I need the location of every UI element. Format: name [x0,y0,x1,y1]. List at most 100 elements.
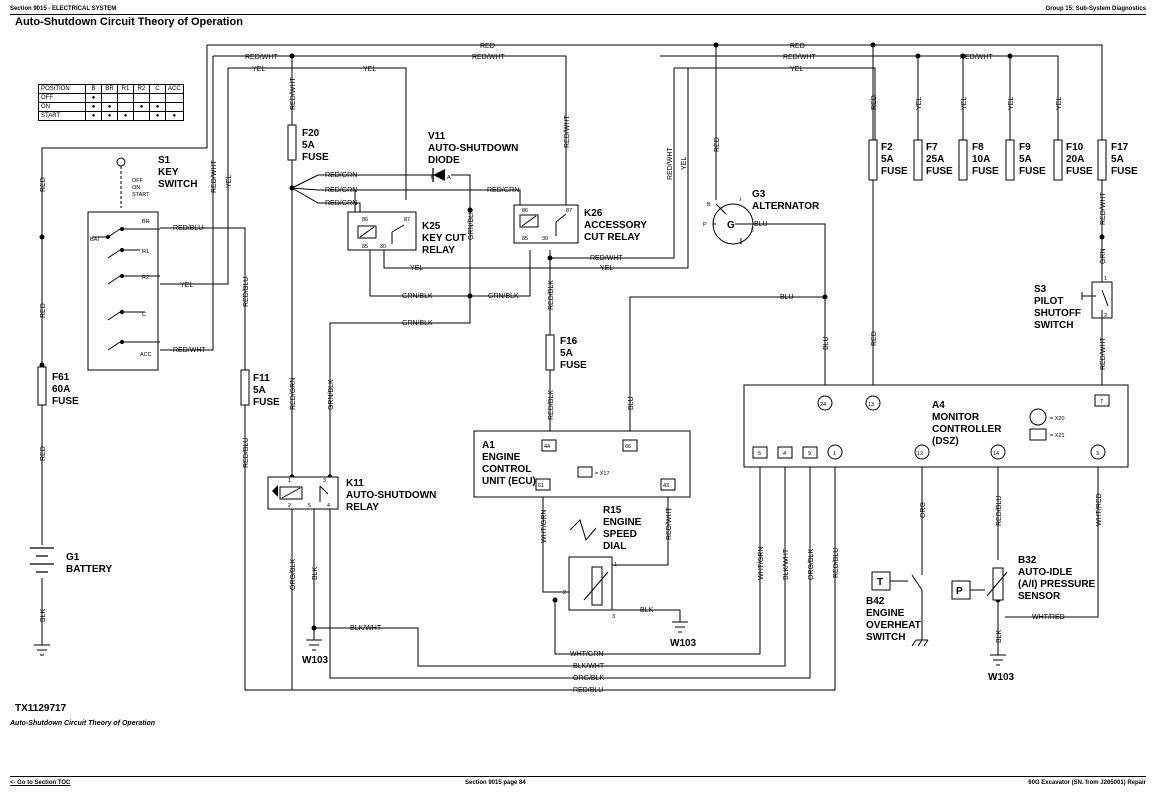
key-switch-s1: S1 KEY SWITCH OFF ON START BAT BR R1 R2 … [87,155,197,371]
b42-symbol: T [877,577,883,588]
f20-line1: 5A [302,140,315,151]
svg-text:RED/WHT: RED/WHT [1100,192,1107,225]
wire-blk-r15 [612,609,681,622]
svg-text:RED/BLU: RED/BLU [833,548,840,578]
w103-mid-label: W103 [670,638,697,649]
header-rule [10,14,1146,15]
v11-k: K [431,175,435,181]
f10-id: F10 [1066,142,1084,153]
b42-line3: SWITCH [866,632,905,643]
wire-wht-grn-ecu [542,490,569,593]
v11-a: A [447,175,451,181]
f9-id: F9 [1019,142,1031,153]
f11-line1: 5A [253,385,266,396]
f2-line1: 5A [881,154,894,165]
wire-red-grn-f20 [291,160,433,215]
fuses [37,124,1107,406]
f8-line1: 10A [972,154,990,165]
f8-id: F8 [972,142,984,153]
monitor-controller-a4: 24 13 7 5 4 9 1 12 14 3 = X20 = X21 A4 M… [743,384,1129,468]
b32-line1: AUTO-IDLE [1018,567,1073,578]
a4-x21: = X21 [1050,433,1065,439]
s1-term-c: C [142,312,146,318]
s1-line1: KEY [158,167,179,178]
f7-line2: FUSE [926,166,953,177]
svg-text:GRN/BLK: GRN/BLK [402,320,433,327]
svg-text:BLK: BLK [640,607,654,614]
f9-line1: 5A [1019,154,1032,165]
f20-id: F20 [302,128,320,139]
b32-line2: (A/I) PRESSURE [1018,579,1096,590]
svg-text:RED: RED [40,177,47,192]
figure-caption: Auto-Shutdown Circuit Theory of Operatio… [10,720,156,727]
group-header: Group 15: Sub-System Diagnostics [1045,6,1146,12]
a4-id: A4 [932,400,945,411]
g3-term-l: L [751,228,754,234]
f61-id: F61 [52,372,70,383]
a4-p1: 1 [833,451,836,457]
s3-line3: SWITCH [1034,320,1073,331]
b32-symbol: P [956,586,963,597]
wire-labels: RED RED RED/WHT RED/WHT RED/WHT RED/WHT … [40,43,1107,694]
svg-text:RED/WHT: RED/WHT [290,77,297,110]
wire-red-grn-k26 [355,189,521,205]
k26-id: K26 [584,208,603,219]
a1-line3: UNIT (ECU) [482,476,536,487]
pilot-switch-s3: 1 2 S3 PILOT SHUTOFF SWITCH [1034,276,1113,331]
document-title: 60G Excavator (SN. from J265001) Repair [1028,780,1146,786]
k11-line2: RELAY [346,502,379,513]
svg-text:WHT/GRN: WHT/GRN [570,651,603,658]
g3-line1: ALTERNATOR [752,201,820,212]
go-to-section-toc-link[interactable]: <- Go to Section TOC [10,780,71,786]
svg-text:BLK/WHT: BLK/WHT [350,625,382,632]
wire-red-wht-right [660,55,1059,140]
footer-rule [10,776,1146,777]
s1-term-acc: ACC [140,352,152,358]
b42-id: B42 [866,596,885,607]
b42-line1: ENGINE [866,608,905,619]
fuse-f16 [545,334,555,371]
k26-p86: 86 [522,208,528,214]
ground-icon [672,621,688,633]
svg-text:BLK/WHT: BLK/WHT [573,663,605,670]
relay-k25: 86 87 85 30 K25 KEY CUT RELAY [347,211,466,256]
wire-red-blu-key [160,227,246,370]
s1-term-r1: R1 [142,249,149,255]
fuse-f10 [1053,139,1063,181]
s1-term-br: BR [142,219,150,225]
svg-text:YEL: YEL [226,175,233,188]
svg-text:RED/BLK: RED/BLK [548,390,555,420]
svg-text:YEL: YEL [252,66,265,73]
alternator-g3: G B P I L G3 ALTERNATOR [703,189,820,245]
svg-text:RED/WHT: RED/WHT [245,54,278,61]
svg-text:BLU: BLU [823,336,830,350]
svg-text:RED/WHT: RED/WHT [564,115,571,148]
f2-id: F2 [881,142,893,153]
section-header: Section 9015 - ELECTRICAL SYSTEM [10,6,117,12]
svg-text:RED/BLU: RED/BLU [243,277,250,307]
fuse-f7 [913,139,923,181]
svg-text:RED/WHT: RED/WHT [173,347,206,354]
v11-line2: DIODE [428,155,460,166]
b32-id: B32 [1018,555,1037,566]
svg-text:RED/WHT: RED/WHT [960,54,993,61]
g1-id: G1 [66,552,80,563]
svg-text:YEL: YEL [790,66,803,73]
svg-text:BLK: BLK [40,608,47,622]
a1-line1: ENGINE [482,452,521,463]
s3-p1: 1 [1104,276,1107,282]
s3-p2: 2 [1104,313,1107,319]
k25-p86: 86 [362,217,368,223]
a4-p9: 9 [808,451,811,457]
r15-id: R15 [603,505,622,516]
a4-line1: MONITOR [932,412,980,423]
a1-line2: CONTROL [482,464,531,475]
r15-line1: ENGINE [603,517,642,528]
wire-red-top [207,44,1103,140]
s1-term-r2: R2 [142,275,149,281]
g3-id: G3 [752,189,766,200]
s3-line2: SHUTOFF [1034,308,1081,319]
f10-line2: FUSE [1066,166,1093,177]
page-number: Section 9015 page 84 [465,780,526,786]
